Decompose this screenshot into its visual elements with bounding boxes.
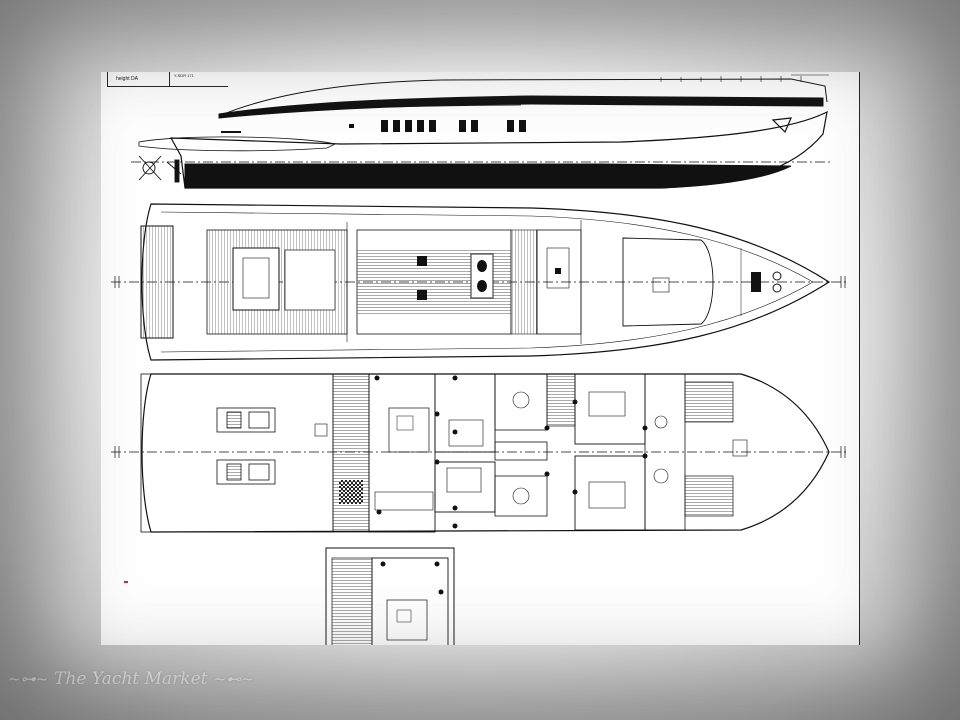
watermark-text: The Yacht Market [54, 669, 208, 689]
superstructure-outline [218, 78, 828, 117]
alt-bed [386, 599, 428, 641]
jetski-2 [216, 459, 276, 485]
flourish-right-icon: ~⊷~ [213, 670, 254, 688]
tender-garage [140, 373, 334, 533]
guest-cabin-4 [574, 455, 646, 531]
station-markers [114, 446, 846, 458]
anchor-locker [751, 272, 761, 292]
master-bed [388, 407, 430, 453]
bow-logo [771, 117, 792, 134]
guest-cabin-2 [434, 461, 496, 513]
title-block-ref: Y-SDR 171 [174, 73, 194, 78]
alt-wardrobe [331, 557, 373, 645]
title-block-label: height DA [108, 72, 170, 86]
bulkhead-posts [374, 375, 648, 529]
profile-windows [349, 120, 526, 132]
sheet-border [859, 72, 860, 645]
alt-cabin [371, 557, 449, 645]
foredeck-sunpad [622, 237, 714, 327]
ensuite-2 [494, 475, 548, 517]
crew-cabin-aft [332, 373, 370, 533]
crew-quarters [644, 373, 686, 531]
profile-railing [660, 74, 829, 82]
yacht-drawing-svg [111, 74, 847, 645]
lower-hull-outline [141, 373, 830, 533]
flourish-left-icon: ~⊶~ [8, 670, 49, 688]
jetski-1 [216, 407, 276, 433]
alt-cabin-view [325, 547, 455, 645]
crew-bunk-2 [684, 475, 734, 517]
propeller [138, 155, 182, 183]
lower-deck-view [111, 373, 847, 533]
master-cabin [368, 373, 436, 533]
swim-platform [140, 225, 174, 339]
crew-bunk-1 [684, 381, 734, 423]
guest-cabin-3 [574, 373, 646, 445]
aft-seating [284, 249, 336, 311]
hull-band [184, 163, 792, 189]
superstructure-stripe [218, 95, 824, 119]
title-block: height DA Y-SDR 171 [107, 72, 228, 87]
upper-station-markers [114, 276, 846, 288]
red-mark [124, 581, 128, 583]
profile-view [131, 74, 831, 189]
guest-cabin-1 [434, 373, 496, 453]
alt-cabin-frame [325, 547, 455, 645]
upper-deck-view [111, 203, 847, 361]
corridor [494, 441, 548, 461]
tender [138, 136, 337, 152]
watermark: ~⊶~ The Yacht Market ~⊷~ [8, 662, 318, 696]
general-arrangement-drawing: height DA Y-SDR 171 [101, 72, 860, 645]
stairway [546, 373, 576, 427]
dining-table [470, 253, 494, 299]
ensuite-1 [494, 373, 548, 431]
